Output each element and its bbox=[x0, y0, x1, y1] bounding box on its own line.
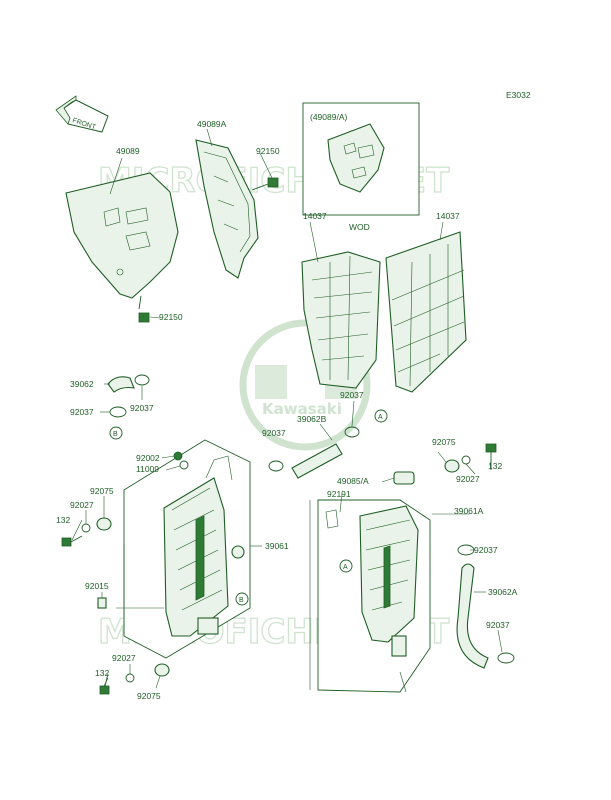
callout-132-bottom: 132 bbox=[95, 668, 109, 678]
cap-92002-icon bbox=[173, 451, 189, 470]
shroud-49089 bbox=[65, 172, 179, 299]
front-arrow-icon: FRONT bbox=[55, 95, 109, 133]
svg-text:B: B bbox=[239, 597, 244, 604]
clamp-92037-b-icon bbox=[109, 406, 127, 418]
callout-92037-d: 92037 bbox=[262, 428, 286, 438]
inset-caption: WOD bbox=[349, 222, 370, 232]
ref-mark-a2: A bbox=[339, 559, 353, 573]
callout-11009: 11009 bbox=[136, 464, 159, 474]
callout-132-right: 132 bbox=[488, 461, 502, 471]
radiator-right bbox=[317, 499, 431, 693]
callout-92075-right: 92075 bbox=[432, 437, 456, 447]
washer-92075-bottom-icon bbox=[154, 663, 170, 677]
callout-14037-right: 14037 bbox=[436, 211, 460, 221]
callout-92191: 92191 bbox=[327, 489, 351, 499]
bolt-92150-top-icon bbox=[251, 177, 279, 191]
callout-92015: 92015 bbox=[85, 581, 109, 591]
hose-39062-icon bbox=[107, 376, 135, 393]
louver-right bbox=[385, 231, 467, 393]
callout-92037-c: 92037 bbox=[340, 390, 364, 400]
bolt-132-left-icon bbox=[61, 535, 83, 547]
callout-92037-e: 92037 bbox=[474, 545, 498, 555]
ref-mark-a1: A bbox=[374, 409, 388, 423]
callout-92027-right: 92027 bbox=[456, 474, 480, 484]
clamp-92037-c-icon bbox=[344, 426, 360, 438]
callout-92075-bottom: 92075 bbox=[137, 691, 161, 701]
svg-text:B: B bbox=[113, 431, 118, 438]
hose-39062a-icon bbox=[456, 563, 489, 669]
clamp-92037-a-icon bbox=[134, 374, 150, 386]
callout-39062a: 39062A bbox=[488, 587, 518, 597]
callout-39061: 39061 bbox=[265, 541, 289, 551]
radiator-left bbox=[123, 439, 251, 659]
inset-box: (49089/A) WOD bbox=[302, 102, 420, 232]
callout-132-left: 132 bbox=[56, 515, 70, 525]
svg-text:A: A bbox=[343, 564, 348, 571]
inset-title: (49089/A) bbox=[310, 112, 347, 122]
callout-92075-left: 92075 bbox=[90, 486, 114, 496]
svg-text:A: A bbox=[378, 414, 383, 421]
diagram-code: E3032 bbox=[506, 90, 531, 100]
ref-mark-b1: B bbox=[109, 426, 123, 440]
leader-lines bbox=[71, 128, 503, 693]
callout-14037-left: 14037 bbox=[303, 211, 327, 221]
washer-92075-right-icon bbox=[444, 459, 460, 473]
callout-39061a: 39061A bbox=[454, 506, 484, 516]
callout-92027-bottom: 92027 bbox=[112, 653, 136, 663]
shroud-49089a bbox=[195, 139, 259, 279]
callout-92150-top: 92150 bbox=[256, 146, 280, 156]
washer-92027-bottom-icon bbox=[125, 673, 135, 683]
callout-92037-f: 92037 bbox=[486, 620, 510, 630]
washer-92027-right-icon bbox=[461, 455, 471, 465]
callout-92002: 92002 bbox=[136, 453, 160, 463]
callout-49089: 49089 bbox=[116, 146, 140, 156]
bolt-132-bottom-icon bbox=[99, 673, 110, 695]
callout-39062: 39062 bbox=[70, 379, 94, 389]
bolt-92150-bottom-icon bbox=[138, 295, 150, 323]
watermark-logo-text: Kawasaki bbox=[262, 400, 342, 418]
callout-39062b: 39062B bbox=[297, 414, 327, 424]
clamp-92037-d-icon bbox=[268, 460, 284, 472]
callout-49085a: 49085/A bbox=[337, 476, 369, 486]
hose-39062b-icon bbox=[291, 443, 343, 479]
callout-92027-left: 92027 bbox=[70, 500, 94, 510]
callout-92037-a: 92037 bbox=[130, 403, 154, 413]
ref-mark-b2: B bbox=[235, 592, 249, 606]
callout-92150-bottom: 92150 bbox=[159, 312, 183, 322]
clamp-92037-f-icon bbox=[497, 652, 515, 664]
clip-92015-icon bbox=[97, 597, 107, 609]
washer-92075-left-icon bbox=[96, 517, 112, 531]
washer-92027-left-icon bbox=[81, 523, 91, 533]
cap-49085a-icon bbox=[393, 471, 415, 485]
louver-left bbox=[301, 251, 381, 389]
callout-49089a: 49089A bbox=[197, 119, 227, 129]
callout-92037-b: 92037 bbox=[70, 407, 94, 417]
